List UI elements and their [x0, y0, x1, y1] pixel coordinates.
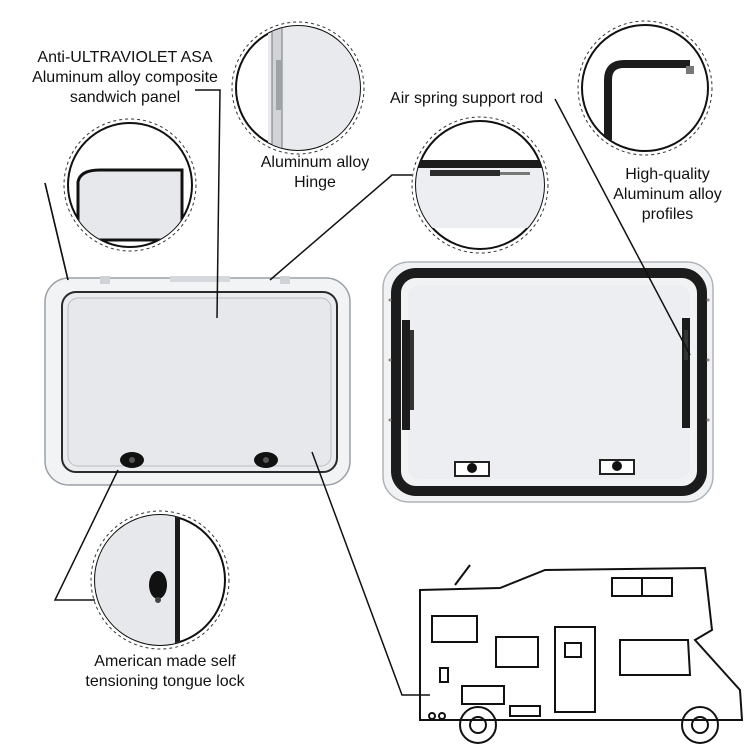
label-panel-line3: sandwich panel — [69, 89, 181, 106]
open-hatch-frame — [382, 261, 714, 503]
closed-hatch — [44, 276, 351, 486]
label-profiles-line1: High-quality — [625, 166, 710, 183]
lock-left-icon — [120, 452, 144, 468]
label-lock-line2: tensioning tongue lock — [85, 673, 245, 690]
label-panel-line1: Anti-ULTRAVIOLET ASA — [37, 49, 213, 66]
detail-panel-edge — [63, 118, 197, 252]
label-lock: American made self tensioning tongue loc… — [65, 652, 265, 692]
label-spring-line1: Air spring support rod — [390, 90, 543, 107]
label-panel-line2: Aluminum alloy composite — [32, 69, 218, 86]
lock-right-icon — [254, 452, 278, 468]
detail-hinge — [231, 21, 365, 155]
label-lock-line1: American made self — [94, 653, 236, 670]
camper-illustration — [419, 564, 744, 744]
label-hinge-line1: Aluminum alloy — [260, 154, 370, 171]
detail-lock — [90, 510, 230, 650]
label-hinge: Aluminum alloy Hinge — [250, 153, 380, 193]
label-profiles: High-quality Aluminum alloy profiles — [600, 165, 735, 225]
label-spring: Air spring support rod — [374, 89, 559, 109]
label-profiles-line3: profiles — [641, 206, 694, 223]
label-profiles-line2: Aluminum alloy — [613, 186, 722, 203]
label-panel: Anti-ULTRAVIOLET ASA Aluminum alloy comp… — [10, 48, 240, 108]
detail-profile — [577, 20, 713, 156]
latch-left-icon — [454, 461, 490, 477]
detail-air-spring — [411, 116, 549, 254]
label-hinge-line2: Hinge — [294, 174, 336, 191]
latch-right-icon — [599, 459, 635, 475]
